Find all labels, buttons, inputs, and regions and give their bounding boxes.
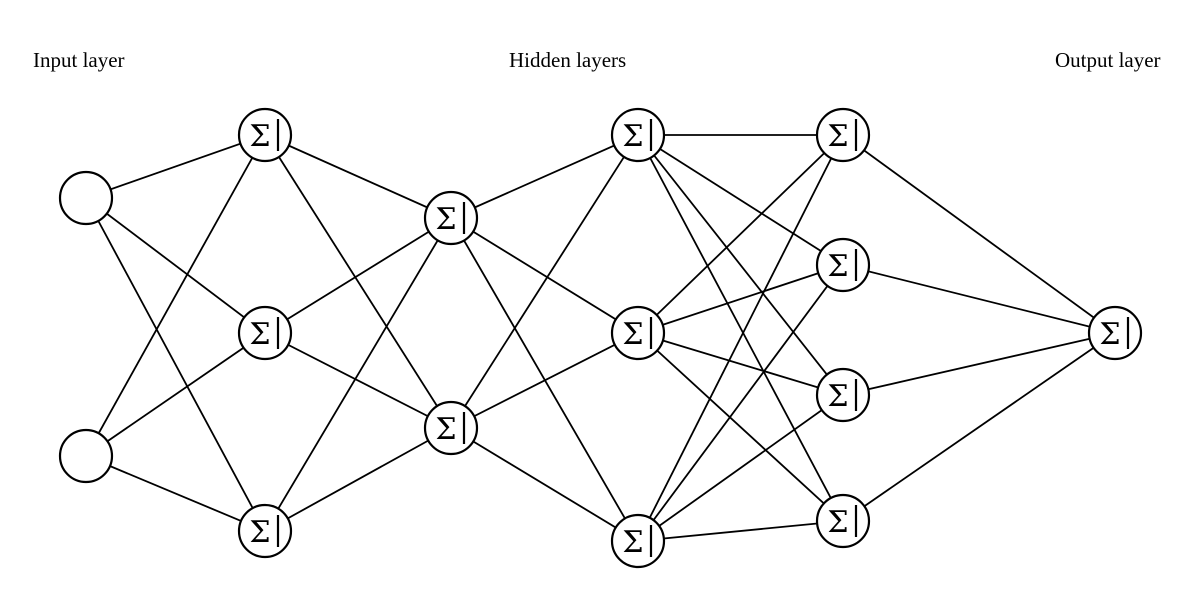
input-node [58,170,114,226]
sum-node: Σ [423,400,479,456]
connection-edge [264,217,452,532]
hidden-layers-label: Hidden layers [509,48,627,72]
sigma-icon: Σ [827,379,848,414]
sigma-icon: Σ [622,119,643,154]
connection-edge [450,427,639,542]
connection-edge [637,264,844,542]
sum-node: Σ [815,107,871,163]
input-node [58,428,114,484]
sum-node: Σ [237,503,293,559]
connection-edge [85,455,266,532]
sigma-icon: Σ [249,119,270,154]
connection-edge [85,134,266,457]
connection-edge [637,134,844,334]
connection-edge [842,332,1116,396]
connection-edge [85,332,266,457]
sum-node: Σ [237,107,293,163]
connection-edge [85,134,266,199]
sum-node: Σ [610,107,666,163]
sum-node: Σ [1087,305,1143,361]
connection-edge [450,134,639,219]
connection-edge [842,264,1116,334]
sigma-icon: Σ [827,249,848,284]
sigma-icon: Σ [827,505,848,540]
connection-edge [842,134,1116,334]
sum-node: Σ [815,493,871,549]
node-circle [58,170,114,226]
connection-edge [637,394,844,542]
node-circle [58,428,114,484]
connection-edge [637,134,844,266]
connection-edge [637,332,844,522]
connection-edge [264,332,452,429]
connection-edge [637,134,844,522]
connection-edge [264,427,452,532]
input-layer-label: Input layer [33,48,125,72]
sigma-icon: Σ [827,119,848,154]
connection-edge [450,134,639,429]
connections [85,134,1116,542]
sigma-icon: Σ [249,317,270,352]
neurons: Σ Σ Σ Σ Σ Σ Σ Σ Σ Σ Σ Σ Σ [58,107,1143,569]
sum-node: Σ [237,305,293,361]
connection-edge [264,134,452,219]
connection-edge [85,197,266,532]
connection-edge [637,520,844,542]
sigma-icon: Σ [1099,317,1120,352]
connection-edge [85,197,266,334]
connection-edge [637,134,844,396]
sigma-icon: Σ [435,412,456,447]
connection-edge [637,264,844,334]
sigma-icon: Σ [249,515,270,550]
sigma-icon: Σ [435,202,456,237]
connection-edge [450,217,639,334]
sigma-icon: Σ [622,317,643,352]
sum-node: Σ [423,190,479,246]
sum-node: Σ [815,237,871,293]
sum-node: Σ [815,367,871,423]
sum-node: Σ [610,305,666,361]
connection-edge [637,134,844,542]
output-layer-label: Output layer [1055,48,1161,72]
connection-edge [842,332,1116,522]
sigma-icon: Σ [622,525,643,560]
connection-edge [264,134,452,429]
connection-edge [637,332,844,396]
sum-node: Σ [610,513,666,569]
connection-edge [450,332,639,429]
connection-edge [264,217,452,334]
